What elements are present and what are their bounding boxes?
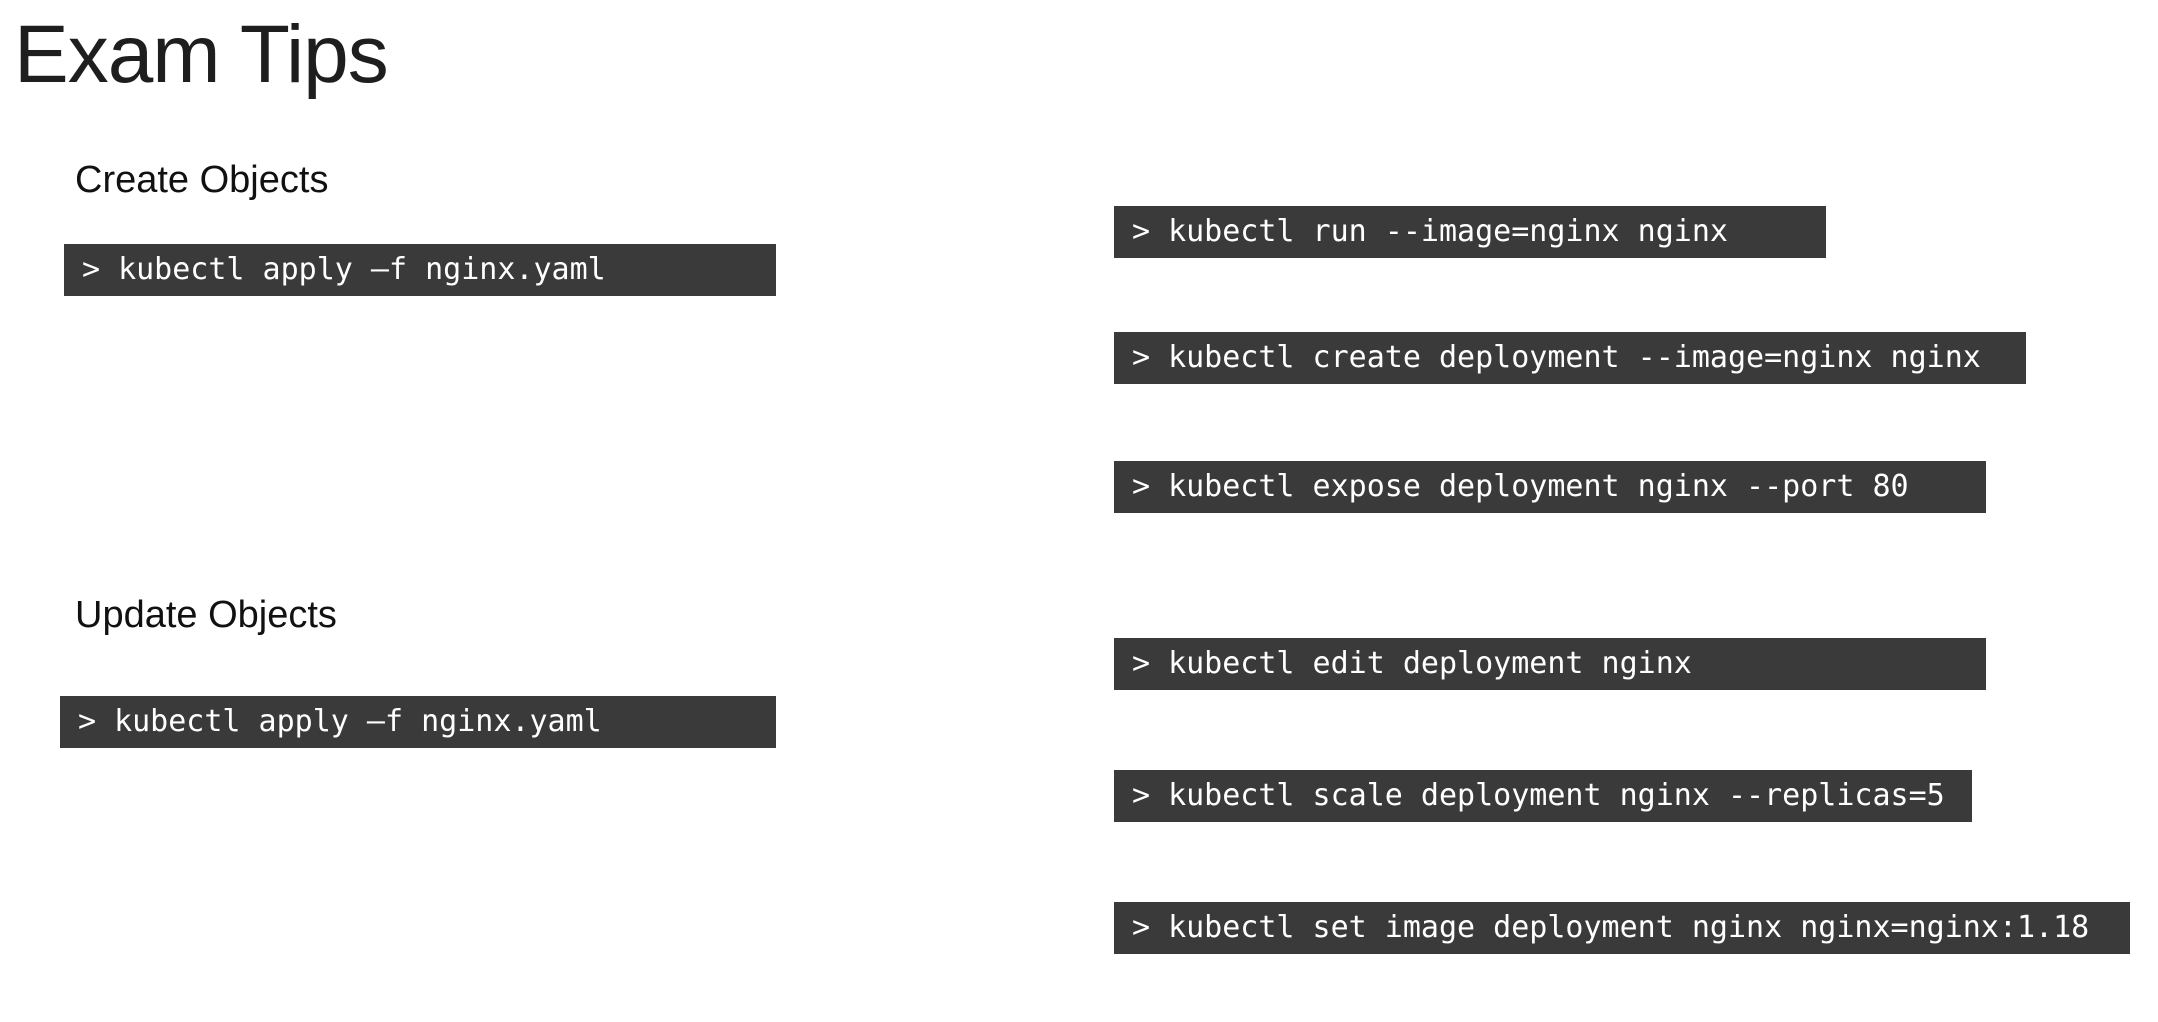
command-edit: > kubectl edit deployment nginx [1114, 638, 1986, 690]
page-title: Exam Tips [14, 9, 389, 100]
command-text: kubectl apply –f nginx.yaml [114, 704, 602, 739]
command-text: kubectl expose deployment nginx --port 8… [1168, 469, 1909, 504]
command-text: kubectl create deployment --image=nginx … [1168, 340, 1981, 375]
prompt-symbol: > [1132, 214, 1151, 249]
command-set-image: > kubectl set image deployment nginx ngin… [1114, 902, 2130, 954]
command-text: kubectl edit deployment nginx [1168, 646, 1692, 681]
prompt-symbol: > [1132, 340, 1151, 375]
prompt-symbol: > [82, 252, 101, 287]
command-text: kubectl set image deployment nginx nginx… [1168, 910, 2090, 945]
prompt-symbol: > [78, 704, 97, 739]
command-text: kubectl scale deployment nginx --replica… [1168, 778, 1945, 813]
prompt-symbol: > [1132, 469, 1151, 504]
prompt-symbol: > [1132, 778, 1151, 813]
command-update-apply: > kubectl apply –f nginx.yaml [60, 696, 776, 748]
command-expose: > kubectl expose deployment nginx --port … [1114, 461, 1986, 513]
command-scale: > kubectl scale deployment nginx --replic… [1114, 770, 1972, 822]
prompt-symbol: > [1132, 646, 1151, 681]
update-objects-heading: Update Objects [75, 594, 337, 636]
create-objects-heading: Create Objects [75, 159, 329, 201]
prompt-symbol: > [1132, 910, 1151, 945]
command-create-apply: > kubectl apply –f nginx.yaml [64, 244, 776, 296]
command-text: kubectl run --image=nginx nginx [1168, 214, 1728, 249]
command-text: kubectl apply –f nginx.yaml [118, 252, 606, 287]
command-run: > kubectl run --image=nginx nginx [1114, 206, 1826, 258]
command-create-deployment: > kubectl create deployment --image=nginx… [1114, 332, 2026, 384]
